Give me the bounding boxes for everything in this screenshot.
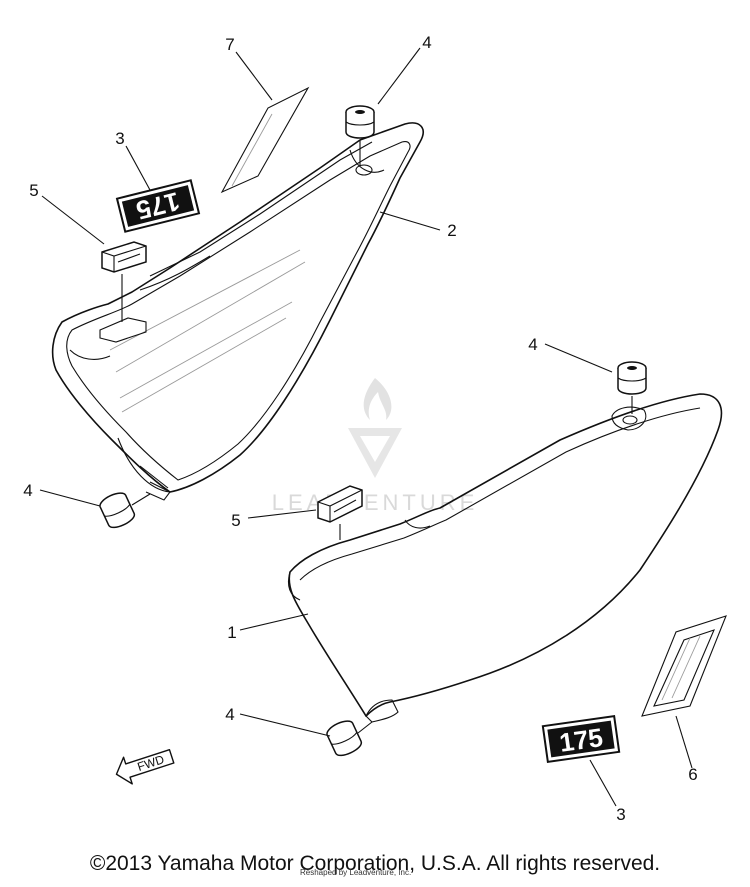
callout-4-left: 4 [23,481,32,500]
decal-6 [641,615,727,717]
leadventure-watermark: LEADVENTURE [272,378,474,515]
callout-6: 6 [688,765,697,784]
watermark-v-icon [348,428,402,478]
side-cover-right [287,393,723,723]
fwd-arrow: FWD [115,748,175,785]
callout-4-bottom: 4 [225,705,234,724]
callout-5-middle: 5 [231,511,240,530]
grommet-bottom [326,720,362,757]
callout-4-top: 4 [422,33,431,52]
callout-1: 1 [227,623,236,642]
callout-7: 7 [225,35,234,54]
grommet-top [345,105,375,139]
emblem-right-text: 175 [558,722,605,758]
callout-5-top: 5 [29,181,38,200]
grommet-left [99,492,135,529]
reshaped-credit: Reshaped by Leadventure, Inc. [300,868,412,877]
side-cover-diagram: LEADVENTURE [23,33,727,824]
callout-3-top: 3 [115,129,124,148]
clip-middle [317,485,363,523]
clip-left [101,241,147,273]
watermark-flame-icon [363,378,392,420]
decal-7 [220,86,310,194]
leader-lines [39,47,693,807]
emblem-decal-right: 175 [541,715,621,763]
copyright-notice: ©2013 Yamaha Motor Corporation, U.S.A. A… [89,852,661,875]
emblem-decal-left: 175 [115,179,201,233]
grommet-right-top [617,361,647,395]
callout-2: 2 [447,221,456,240]
callout-3-bottom: 3 [616,805,625,824]
side-cover-left [51,122,424,501]
callout-4-right: 4 [528,335,537,354]
